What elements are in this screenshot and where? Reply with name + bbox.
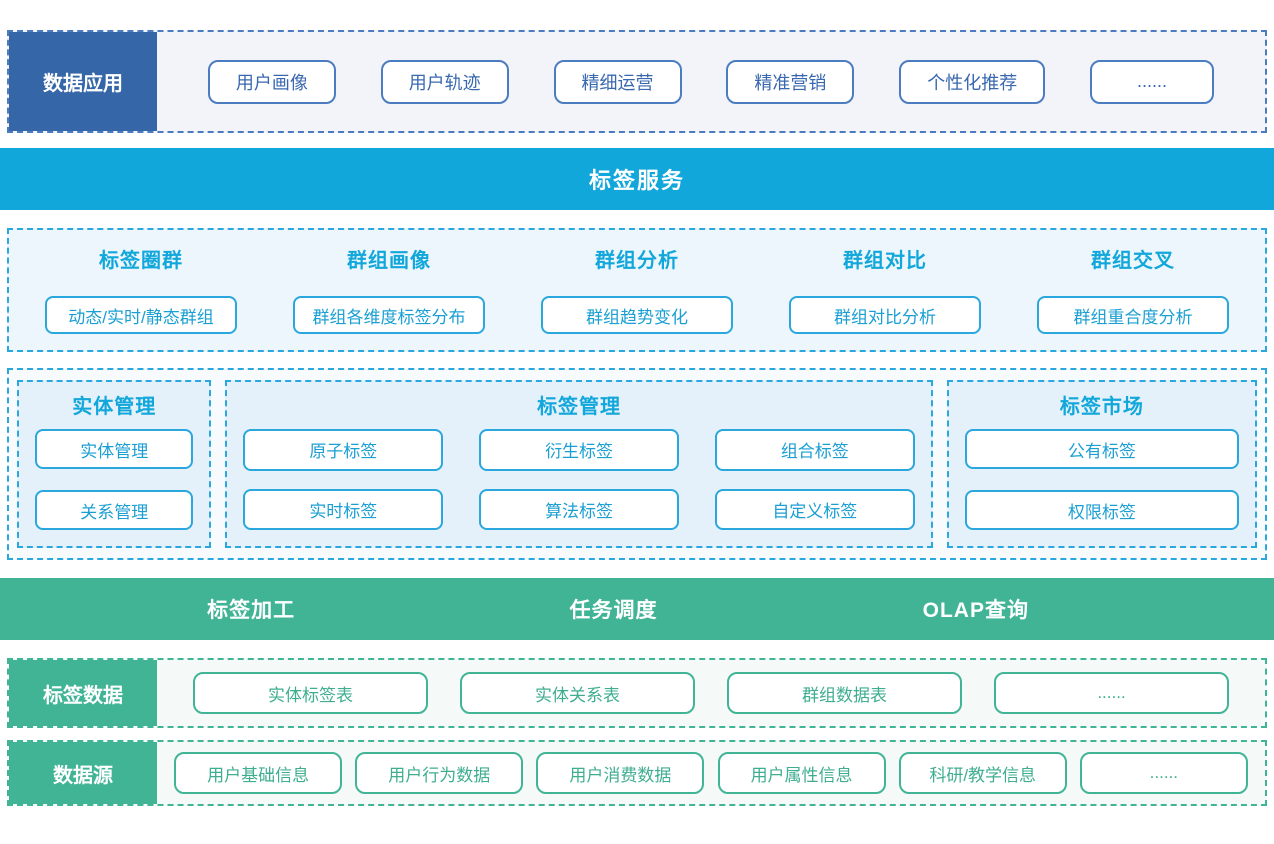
group-column-circle: 标签圈群 动态/实时/静态群组 <box>21 244 261 334</box>
management-item-box: 实体管理 <box>35 429 194 469</box>
tag-data-section: 标签数据 实体标签表 实体关系表 群组数据表 ...... <box>7 658 1267 728</box>
tag-data-box: 实体关系表 <box>460 672 695 714</box>
group-title: 群组对比 <box>843 250 927 272</box>
data-application-section: 数据应用 用户画像 用户轨迹 精细运营 精准营销 个性化推荐 ...... <box>7 30 1267 133</box>
compute-item-processing: 标签加工 <box>207 599 296 622</box>
app-item-box: 精细运营 <box>553 59 682 104</box>
group-item-box: 群组各维度标签分布 <box>293 296 485 334</box>
app-item-box-ellipsis: ...... <box>1090 59 1215 104</box>
entity-management-items: 实体管理 关系管理 <box>35 429 194 530</box>
group-column-analysis: 群组分析 群组趋势变化 <box>517 244 757 334</box>
management-item-box: 公有标签 <box>964 429 1239 469</box>
compute-banner: 标签加工 任务调度 OLAP查询 <box>0 578 1274 640</box>
app-item-box: 用户轨迹 <box>380 59 509 104</box>
panel-title: 实体管理 <box>72 396 157 418</box>
data-source-label: 数据源 <box>9 742 157 804</box>
management-item-box: 实时标签 <box>243 488 444 530</box>
group-title: 群组交叉 <box>1091 250 1175 272</box>
management-item-box: 权限标签 <box>964 490 1239 530</box>
group-item-box: 群组对比分析 <box>789 296 981 334</box>
tag-data-items: 实体标签表 实体关系表 群组数据表 ...... <box>157 660 1265 726</box>
panel-title: 标签市场 <box>1059 396 1144 418</box>
tag-data-label: 标签数据 <box>9 660 157 726</box>
data-source-section: 数据源 用户基础信息 用户行为数据 用户消费数据 用户属性信息 科研/教学信息 … <box>7 740 1267 806</box>
app-item-box: 个性化推荐 <box>899 59 1046 104</box>
tag-service-banner: 标签服务 <box>0 148 1274 210</box>
tag-data-box-ellipsis: ...... <box>994 672 1229 714</box>
tag-management-items: 原子标签 衍生标签 组合标签 实时标签 算法标签 自定义标签 <box>243 429 915 530</box>
app-item-box: 用户画像 <box>207 59 336 104</box>
tag-service-section: 标签圈群 动态/实时/静态群组 群组画像 群组各维度标签分布 群组分析 群组趋势… <box>7 228 1267 352</box>
tag-market-panel: 标签市场 公有标签 权限标签 <box>946 380 1257 548</box>
entity-management-panel: 实体管理 实体管理 关系管理 <box>17 380 212 548</box>
group-column-portrait: 群组画像 群组各维度标签分布 <box>269 244 509 334</box>
group-item-box: 动态/实时/静态群组 <box>45 296 237 334</box>
group-column-compare: 群组对比 群组对比分析 <box>765 244 1005 334</box>
architecture-diagram: 数据应用 用户画像 用户轨迹 精细运营 精准营销 个性化推荐 ...... 标签… <box>0 30 1274 844</box>
app-item-box: 精准营销 <box>726 59 855 104</box>
panel-title: 标签管理 <box>537 396 622 418</box>
tag-management-panel: 标签管理 原子标签 衍生标签 组合标签 实时标签 算法标签 自定义标签 <box>225 380 933 548</box>
group-title: 群组画像 <box>347 250 431 272</box>
data-source-box: 用户基础信息 <box>174 752 343 794</box>
management-item-box: 关系管理 <box>35 490 194 530</box>
data-source-box: 科研/教学信息 <box>898 752 1067 794</box>
group-item-box: 群组趋势变化 <box>541 296 733 334</box>
management-item-box: 衍生标签 <box>479 429 679 471</box>
management-section: 实体管理 实体管理 关系管理 标签管理 原子标签 衍生标签 组合标签 实时标签 … <box>7 368 1267 560</box>
management-item-box: 自定义标签 <box>714 488 915 530</box>
tag-data-box: 实体标签表 <box>193 672 428 714</box>
management-item-box: 原子标签 <box>243 429 444 471</box>
group-item-box: 群组重合度分析 <box>1037 296 1229 334</box>
compute-item-scheduling: 任务调度 <box>569 599 658 622</box>
compute-item-olap: OLAP查询 <box>922 599 1029 622</box>
management-item-box: 算法标签 <box>479 488 679 530</box>
group-column-cross: 群组交叉 群组重合度分析 <box>1013 244 1253 334</box>
data-application-label: 数据应用 <box>9 32 157 131</box>
group-title: 群组分析 <box>595 250 679 272</box>
tag-market-items: 公有标签 权限标签 <box>964 429 1239 530</box>
tag-data-box: 群组数据表 <box>727 672 962 714</box>
data-source-items: 用户基础信息 用户行为数据 用户消费数据 用户属性信息 科研/教学信息 ....… <box>157 742 1265 804</box>
data-application-items: 用户画像 用户轨迹 精细运营 精准营销 个性化推荐 ...... <box>157 32 1265 131</box>
data-source-box: 用户消费数据 <box>536 752 705 794</box>
data-source-box: 用户行为数据 <box>355 752 524 794</box>
group-title: 标签圈群 <box>99 250 183 272</box>
data-source-box-ellipsis: ...... <box>1079 752 1248 794</box>
tag-service-banner-label: 标签服务 <box>588 168 685 193</box>
management-item-box: 组合标签 <box>714 429 915 471</box>
data-source-box: 用户属性信息 <box>717 752 886 794</box>
